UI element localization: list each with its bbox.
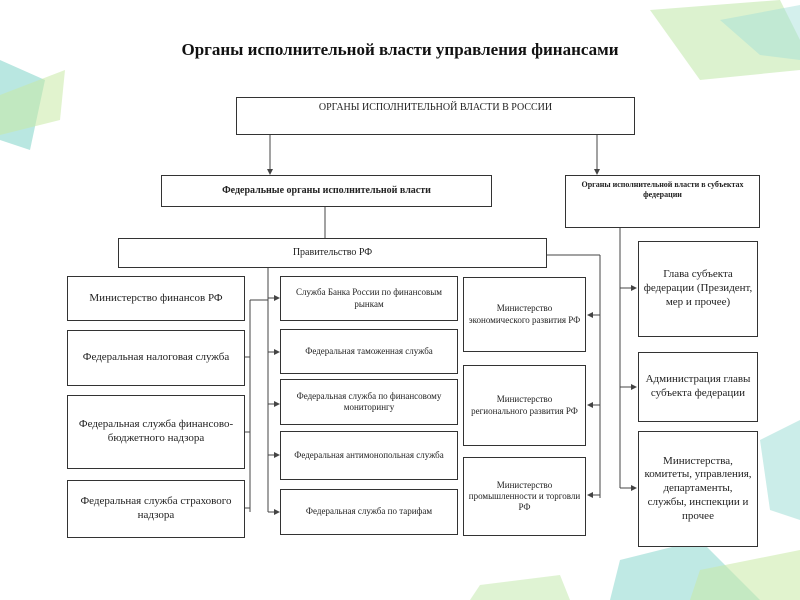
regional-development-ministry-box: Министерство регионального развития РФ <box>463 365 586 446</box>
tariff-service-box: Федеральная служба по тарифам <box>280 489 458 535</box>
root-box: ОРГАНЫ ИСПОЛНИТЕЛЬНОЙ ВЛАСТИ В РОССИИ <box>236 97 635 135</box>
subject-head-box: Глава субъекта федерации (Президент, мер… <box>638 241 758 337</box>
ministry-of-finance-box: Министерство финансов РФ <box>67 276 245 321</box>
tax-service-box: Федеральная налоговая служба <box>67 330 245 386</box>
regional-ministries-box: Министерства, комитеты, управления, депа… <box>638 431 758 547</box>
budget-supervision-box: Федеральная служба финансово-бюджетного … <box>67 395 245 469</box>
industry-trade-ministry-box: Министерство промышленности и торговли Р… <box>463 457 586 536</box>
insurance-supervision-box: Федеральная служба страхового надзора <box>67 480 245 538</box>
bank-of-russia-service-box: Служба Банка России по финансовым рынкам <box>280 276 458 321</box>
page-title: Органы исполнительной власти управления … <box>181 40 619 59</box>
subject-administration-box: Администрация главы субъекта федерации <box>638 352 758 422</box>
economic-development-ministry-box: Министерство экономического развития РФ <box>463 277 586 352</box>
government-box: Правительство РФ <box>118 238 547 268</box>
financial-monitoring-box: Федеральная служба по финансовому монито… <box>280 379 458 425</box>
antimonopoly-service-box: Федеральная антимонопольная служба <box>280 431 458 480</box>
federal-box: Федеральные органы исполнительной власти <box>161 175 492 207</box>
customs-service-box: Федеральная таможенная служба <box>280 329 458 374</box>
regional-box: Органы исполнительной власти в субъектах… <box>565 175 760 228</box>
